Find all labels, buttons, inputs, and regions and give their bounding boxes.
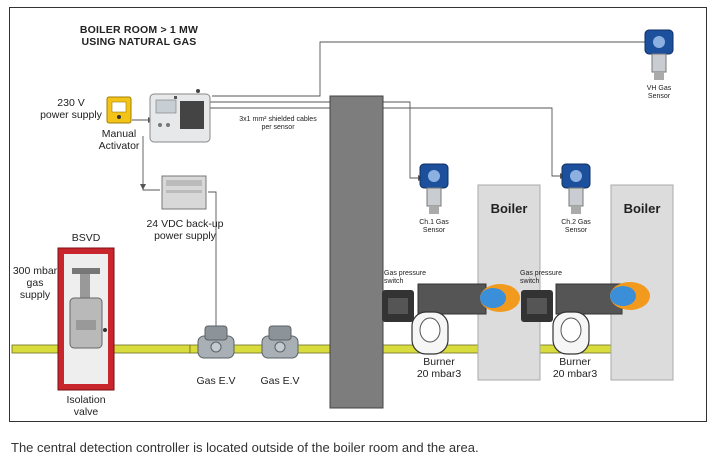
boiler-1: [477, 184, 541, 381]
pressure-switch-label-2: Gas pressure switch: [520, 270, 563, 286]
gas-ev-label-2: Gas E.V: [260, 375, 300, 387]
ch2-sensor-label: Ch.2 Gas Sensor: [561, 219, 591, 235]
bsvd-cabinet: [57, 247, 115, 391]
power-supply-label: 230 V power supply: [40, 97, 102, 122]
boiler-2-label: Boiler: [623, 201, 661, 216]
burner-1-label: Burner 20 mbar3: [416, 356, 462, 381]
cables-label: 3x1 mm² shielded cables per sensor: [239, 116, 317, 132]
ch2-gas-sensor: [561, 163, 591, 214]
pressure-switch-label-1: Gas pressure switch: [384, 270, 427, 286]
boiler-1-label: Boiler: [490, 201, 528, 216]
gas-supply-label: 300 mbar gas supply: [12, 265, 58, 302]
figure-caption: The central detection controller is loca…: [11, 440, 479, 455]
manual-activator: [106, 96, 132, 124]
vh-gas-sensor: [644, 29, 674, 80]
manual-activator-label: Manual Activator: [98, 128, 140, 153]
burner-2: [521, 283, 623, 355]
ch1-sensor-label: Ch.1 Gas Sensor: [419, 219, 449, 235]
sensor-cables: [132, 41, 645, 345]
flame-1: [480, 284, 520, 312]
gas-ev-valve-1: [197, 325, 235, 359]
backup-power-label: 24 VDC back-up power supply: [146, 218, 224, 243]
isolation-valve-label: Isolation valve: [66, 394, 106, 419]
boiler-room-wall: [329, 95, 384, 409]
flame-2: [610, 282, 650, 310]
diagram-title: BOILER ROOM > 1 MW USING NATURAL GAS: [79, 24, 199, 49]
backup-power-unit: [161, 175, 207, 210]
central-controller: [149, 89, 211, 143]
burner-1: [382, 283, 487, 355]
bsvd-label: BSVD: [71, 232, 101, 244]
ch1-gas-sensor: [419, 163, 449, 214]
boiler-2: [610, 184, 674, 381]
burner-2-label: Burner 20 mbar3: [552, 356, 598, 381]
gas-ev-label-1: Gas E.V: [196, 375, 236, 387]
gas-ev-valve-2: [261, 325, 299, 359]
vh-sensor-label: VH Gas Sensor: [646, 85, 672, 101]
